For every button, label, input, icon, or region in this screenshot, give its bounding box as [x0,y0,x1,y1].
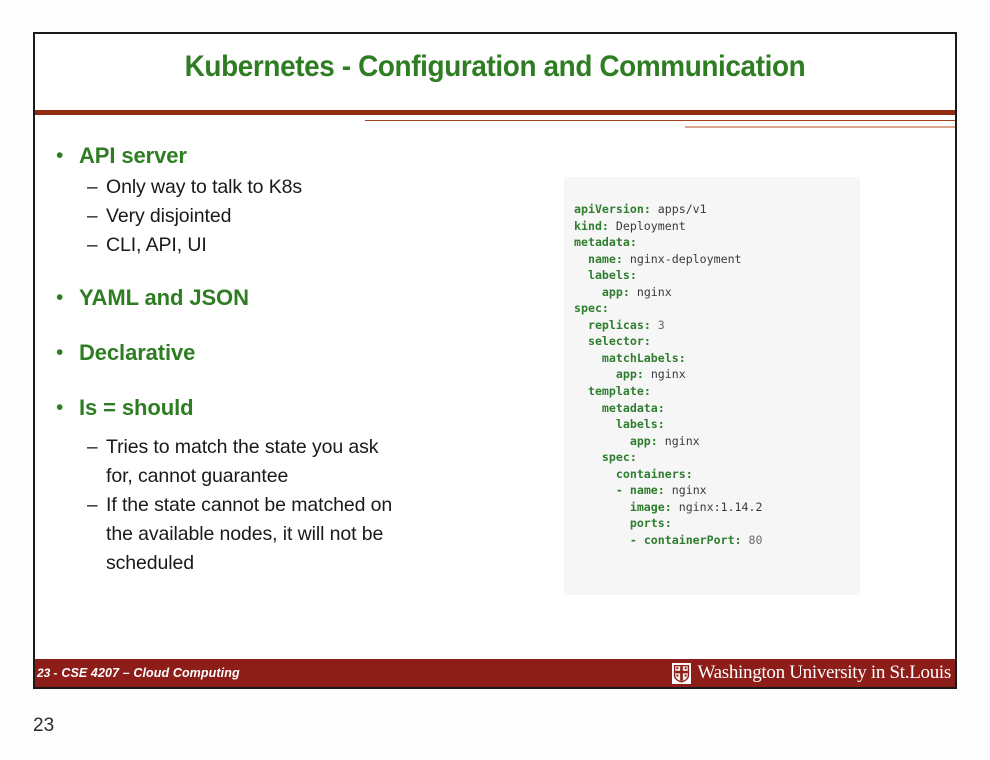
footer-course-label: CSE 4207 – Cloud Computing [61,666,240,680]
bullet-dash-icon: – [87,177,98,198]
footer-left-group: 23 - CSE 4207 – Cloud Computing [35,666,240,680]
slide-number-caption: 23 [33,715,55,736]
slide-footer: 23 - CSE 4207 – Cloud Computing [35,659,955,687]
bullet-level2: – If the state cannot be matched on the … [49,491,549,578]
footer-university-label: Washington University in St.Louis [697,662,951,683]
bullet-level2: – Only way to talk to K8s [49,173,549,202]
bullet-level2: – Tries to match the state you ask for, … [49,433,549,491]
bullet-level1-label: YAML and JSON [79,285,249,310]
bullet-dash-icon: – [87,235,98,256]
bullet-level2-label: Tries to match the state you ask for, ca… [106,436,379,487]
bullet-dot-icon: • [56,341,64,364]
page-title: Kubernetes - Configuration and Communica… [184,50,806,83]
bullet-level1-label: API server [79,143,187,168]
bullet-list: • API server – Only way to talk to K8s –… [49,141,549,578]
spacer [49,260,549,283]
spacer [49,315,549,338]
bullet-dot-icon: • [56,144,64,167]
bullet-level1: • API server [49,141,549,171]
bullet-level1: • Declarative [49,338,549,368]
bullet-level1-label: Declarative [79,340,196,365]
slide-frame: Kubernetes - Configuration and Communica… [33,32,957,689]
footer-right-group: Washington University in St.Louis [672,662,955,684]
bullet-level1-label: Is = should [79,395,194,420]
slide-title-zone: Kubernetes - Configuration and Communica… [35,34,955,112]
divider-light [685,126,955,128]
divider-mid [365,120,955,121]
bullet-level2-label: If the state cannot be matched on the av… [106,494,393,574]
bullet-dash-icon: – [87,206,98,227]
bullet-level1: • Is = should [49,393,549,423]
bullet-dash-icon: – [87,495,98,516]
spacer [49,370,549,393]
footer-slide-number: 23 [37,666,51,680]
footer-separator: - [53,666,58,680]
yaml-code-text: apiVersion: apps/v1 kind: Deployment met… [574,202,763,547]
bullet-dot-icon: • [56,396,64,419]
spacer [49,425,549,433]
bullet-level2: – CLI, API, UI [49,231,549,260]
bullet-level1: • YAML and JSON [49,283,549,313]
bullet-level2-label: Very disjointed [106,205,232,227]
bullet-level2: – Very disjointed [49,202,549,231]
bullet-dot-icon: • [56,286,64,309]
bullet-level2-label: CLI, API, UI [106,234,207,256]
divider-thick [35,110,955,115]
bullet-level2-label: Only way to talk to K8s [106,176,303,198]
yaml-code-block: apiVersion: apps/v1 kind: Deployment met… [564,177,860,595]
shield-crest-icon [672,662,692,684]
bullet-dash-icon: – [87,437,98,458]
